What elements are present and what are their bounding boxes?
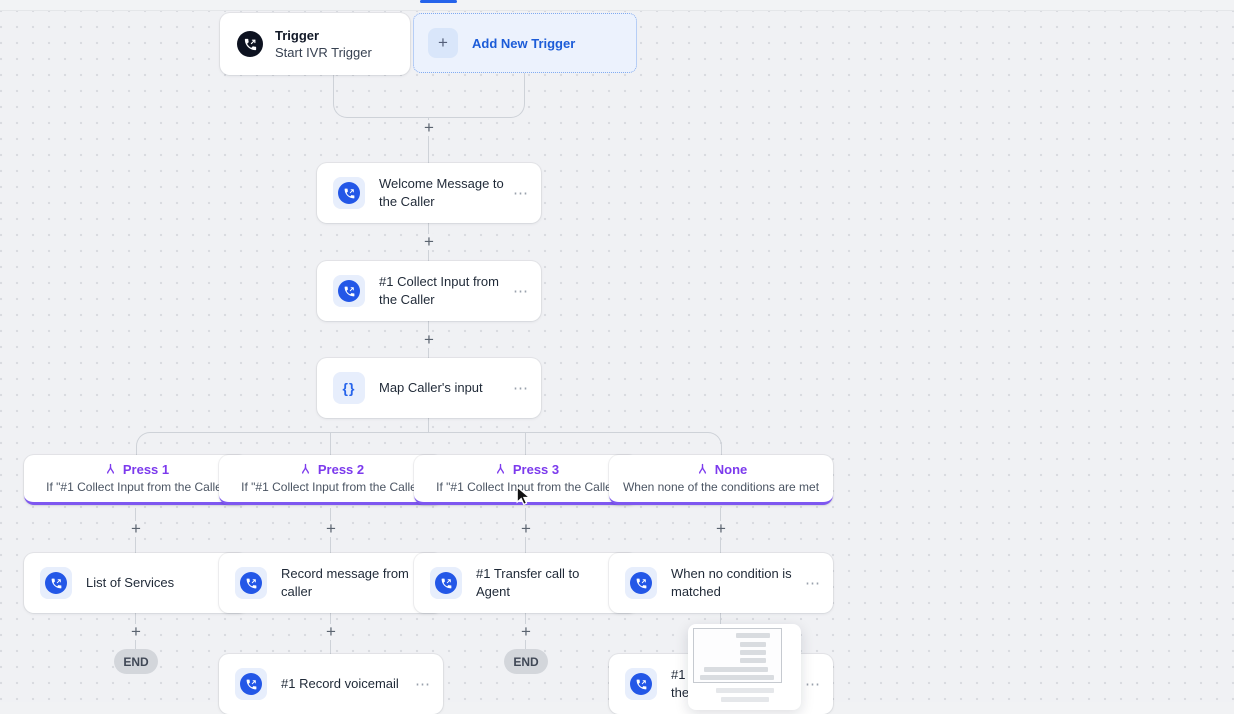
node-menu-button[interactable]: ⋯ <box>513 283 529 300</box>
tab-indicator <box>420 0 457 3</box>
phone-call-icon <box>625 668 657 700</box>
preview-thumbnail <box>693 628 782 683</box>
node-label: #1 Transfer call to Agent <box>476 566 580 599</box>
node-label: #1 Collect Input from the Caller <box>379 274 499 307</box>
mouse-cursor <box>516 486 531 506</box>
node-welcome-message[interactable]: Welcome Message to the Caller ⋯ <box>317 163 541 223</box>
split-icon <box>301 463 309 474</box>
add-step-button[interactable]: + <box>128 623 144 640</box>
phone-call-icon <box>333 177 365 209</box>
node-no-condition-matched[interactable]: When no condition is matched ⋯ <box>609 553 833 613</box>
branch-press-1[interactable]: Press 1 If "#1 Collect Input from the Ca… <box>24 455 248 505</box>
node-label: When no condition is matched <box>671 566 792 599</box>
node-menu-button[interactable]: ⋯ <box>415 676 431 693</box>
plus-icon: + <box>428 28 458 58</box>
node-preview-popover <box>688 624 801 710</box>
braces-icon: {} <box>333 372 365 404</box>
node-record-message[interactable]: Record message from caller ⋯ <box>219 553 443 613</box>
branch-label: Press 2 <box>317 461 365 477</box>
node-record-voicemail[interactable]: #1 Record voicemail ⋯ <box>219 654 443 714</box>
trigger-subtitle: Start IVR Trigger <box>275 45 372 60</box>
preview-skeleton-bar <box>740 658 766 663</box>
node-collect-input[interactable]: #1 Collect Input from the Caller ⋯ <box>317 261 541 321</box>
preview-skeleton-bar <box>700 675 774 680</box>
add-step-button[interactable]: + <box>323 623 339 640</box>
phone-call-icon <box>235 668 267 700</box>
connector-line <box>428 415 429 433</box>
node-label: Map Caller's input <box>379 380 483 396</box>
node-menu-button[interactable]: ⋯ <box>805 575 821 592</box>
connector-rail <box>429 432 722 456</box>
split-icon <box>698 463 706 474</box>
node-label: Record message from caller <box>281 566 409 599</box>
preview-skeleton-bar <box>716 688 774 693</box>
branch-label: None <box>714 461 748 477</box>
branch-press-2[interactable]: Press 2 If "#1 Collect Input from the Ca… <box>219 455 443 505</box>
branch-label: Press 1 <box>122 461 170 477</box>
trigger-text: Trigger Start IVR Trigger <box>275 28 372 60</box>
connector-line <box>525 433 526 455</box>
node-menu-button[interactable]: ⋯ <box>805 676 821 693</box>
preview-skeleton-bar <box>740 642 766 647</box>
preview-skeleton-bar <box>740 650 766 655</box>
split-icon <box>496 463 504 474</box>
connector-line <box>428 117 429 163</box>
trigger-title: Trigger <box>275 28 320 43</box>
node-menu-button[interactable]: ⋯ <box>513 380 529 397</box>
node-label: List of Services <box>86 575 175 591</box>
add-step-button[interactable]: + <box>518 623 534 640</box>
branch-condition: When none of the conditions are met <box>622 479 820 494</box>
add-step-button[interactable]: + <box>421 119 437 136</box>
connector-rail <box>136 432 429 456</box>
node-map-input[interactable]: {} Map Caller's input ⋯ <box>317 358 541 418</box>
add-step-button[interactable]: + <box>421 331 437 348</box>
end-badge: END <box>114 649 158 674</box>
preview-skeleton-bar <box>736 633 770 638</box>
branch-none[interactable]: None When none of the conditions are met <box>609 455 833 505</box>
connector-line <box>333 73 525 118</box>
add-step-button[interactable]: + <box>713 520 729 537</box>
phone-icon <box>237 31 263 57</box>
connector-line <box>330 433 331 455</box>
split-icon <box>106 463 114 474</box>
add-new-trigger-button[interactable]: + Add New Trigger <box>413 13 637 73</box>
end-badge: END <box>504 649 548 674</box>
phone-call-icon <box>235 567 267 599</box>
add-step-button[interactable]: + <box>421 233 437 250</box>
node-transfer-call[interactable]: #1 Transfer call to Agent ⋯ <box>414 553 638 613</box>
top-divider <box>0 0 1234 11</box>
branch-condition: If "#1 Collect Input from the Caller <box>241 479 421 494</box>
add-new-trigger-label: Add New Trigger <box>472 35 576 51</box>
add-step-button[interactable]: + <box>128 520 144 537</box>
phone-call-icon <box>625 567 657 599</box>
node-label: #1 Record voicemail <box>281 676 399 692</box>
add-step-button[interactable]: + <box>323 520 339 537</box>
branch-label: Press 3 <box>512 461 560 477</box>
add-step-button[interactable]: + <box>518 520 534 537</box>
phone-call-icon <box>40 567 72 599</box>
branch-condition: If "#1 Collect Input from the Caller <box>46 479 226 494</box>
phone-call-icon <box>430 567 462 599</box>
preview-skeleton-bar <box>704 667 768 672</box>
node-label: Welcome Message to the Caller <box>379 176 504 209</box>
branch-condition: If "#1 Collect Input from the Caller <box>436 479 616 494</box>
trigger-node[interactable]: Trigger Start IVR Trigger <box>220 13 410 75</box>
node-list-of-services[interactable]: List of Services ⋯ <box>24 553 248 613</box>
preview-skeleton-bar <box>721 697 769 702</box>
node-menu-button[interactable]: ⋯ <box>513 185 529 202</box>
phone-call-icon <box>333 275 365 307</box>
